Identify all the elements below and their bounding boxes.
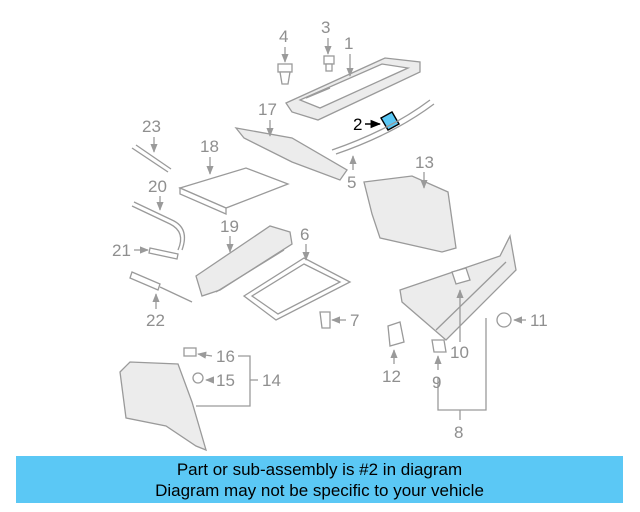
callout-20: 20 bbox=[148, 177, 167, 196]
callout-17: 17 bbox=[258, 100, 277, 119]
banner-line-2: Diagram may not be specific to your vehi… bbox=[155, 480, 484, 500]
leader-14 bbox=[196, 355, 251, 407]
callout-14: 14 bbox=[262, 371, 281, 390]
callout-1: 1 bbox=[344, 34, 353, 53]
callout-2: 2 bbox=[353, 115, 362, 134]
parts-diagram: 1 3 4 2 5 17 13 18 bbox=[112, 18, 548, 452]
callout-6: 6 bbox=[300, 225, 309, 244]
part-16-clip[interactable] bbox=[183, 347, 197, 357]
callout-9: 9 bbox=[432, 373, 441, 392]
part-17-trim-panel[interactable] bbox=[234, 127, 348, 181]
part-11-grommet[interactable] bbox=[496, 312, 512, 328]
part-8-sill-plate[interactable] bbox=[399, 233, 517, 341]
part-14-side-panel[interactable] bbox=[119, 361, 207, 452]
part-7-bracket[interactable] bbox=[319, 311, 331, 329]
callout-3: 3 bbox=[321, 18, 330, 37]
part-2-highlighted-clip[interactable] bbox=[380, 111, 400, 131]
part-12-cover[interactable] bbox=[387, 321, 405, 347]
part-6-mat[interactable] bbox=[242, 257, 352, 321]
leader-16 bbox=[197, 351, 213, 359]
part-3-clip[interactable] bbox=[323, 55, 335, 72]
info-banner: Part or sub-assembly is #2 in diagram Di… bbox=[16, 456, 623, 503]
part-18-tray[interactable] bbox=[178, 167, 290, 215]
callout-21: 21 bbox=[112, 241, 131, 260]
callout-16: 16 bbox=[216, 347, 235, 366]
callout-23: 23 bbox=[142, 117, 161, 136]
callout-8: 8 bbox=[454, 423, 463, 442]
part-23-wrench[interactable] bbox=[131, 144, 172, 173]
callout-4: 4 bbox=[279, 27, 288, 46]
callout-15: 15 bbox=[216, 371, 235, 390]
part-15-fastener[interactable] bbox=[192, 372, 204, 384]
callout-11: 11 bbox=[530, 311, 548, 330]
callout-7: 7 bbox=[350, 311, 359, 330]
part-10-bracket[interactable] bbox=[451, 267, 471, 285]
part-5-weatherstrip[interactable] bbox=[331, 99, 435, 155]
leader-8 bbox=[437, 318, 487, 411]
part-20-jack-handle[interactable] bbox=[131, 201, 186, 251]
callout-12: 12 bbox=[382, 367, 401, 386]
part-22-screwdriver[interactable] bbox=[129, 271, 193, 303]
callout-19: 19 bbox=[220, 217, 239, 236]
part-13-side-trim[interactable] bbox=[363, 175, 457, 253]
callout-18: 18 bbox=[200, 137, 219, 156]
part-21-bolt[interactable] bbox=[148, 247, 179, 260]
part-4-push-pin[interactable] bbox=[277, 63, 293, 85]
callout-10: 10 bbox=[450, 343, 469, 362]
callout-22: 22 bbox=[146, 311, 165, 330]
callout-5: 5 bbox=[347, 173, 356, 192]
banner-line-1: Part or sub-assembly is #2 in diagram bbox=[176, 459, 463, 479]
part-9-clip[interactable] bbox=[431, 339, 447, 353]
part-19-jack[interactable] bbox=[195, 225, 293, 297]
callout-13: 13 bbox=[415, 153, 434, 172]
part-1-rear-shelf[interactable] bbox=[285, 57, 421, 121]
